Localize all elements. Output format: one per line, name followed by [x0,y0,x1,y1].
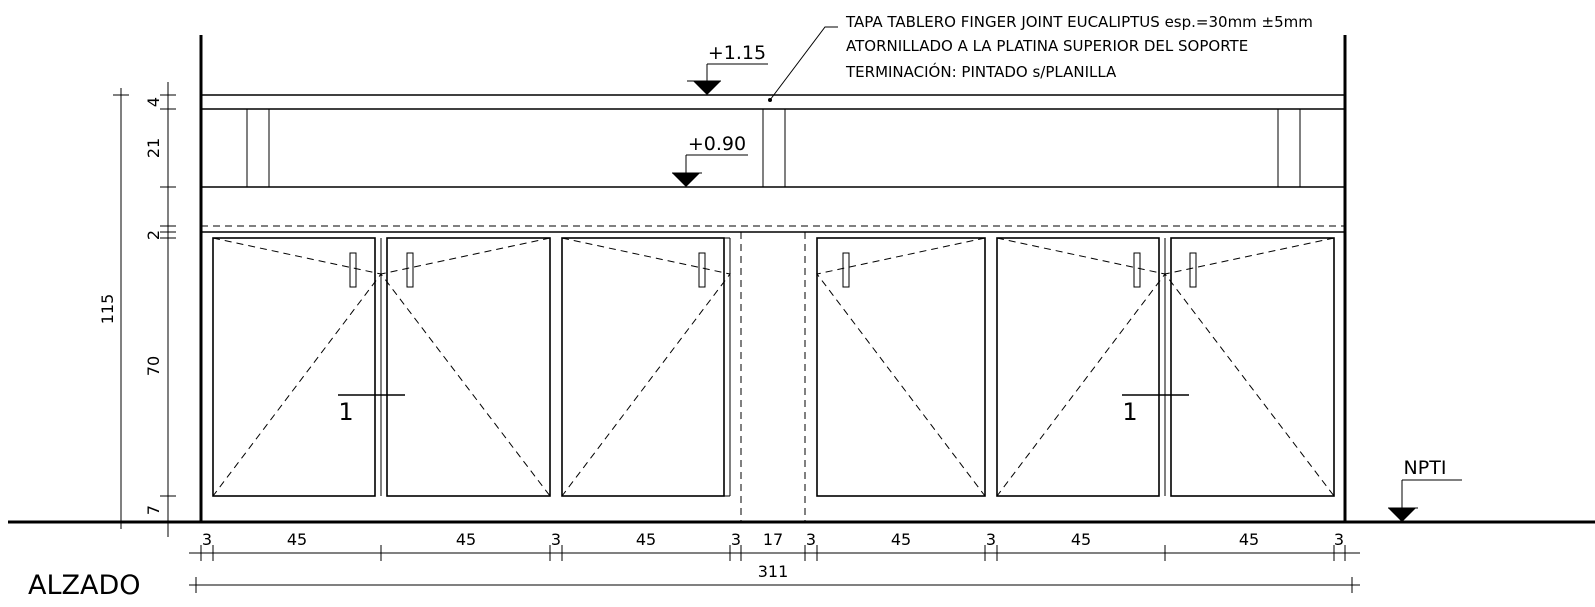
module-tags: 1 1 [338,394,1189,426]
doors [212,237,1335,497]
door-6 [1170,237,1335,497]
level-middle-label: +0.90 [688,133,746,155]
dim-h-4: 3 [551,530,561,549]
dim-doors: 70 [144,356,163,376]
dim-total-width: 311 [758,562,789,581]
module-tag: 1 [338,398,353,426]
module-tag: 1 [1122,398,1137,426]
handle [406,252,414,288]
dim-h-2: 45 [287,530,307,549]
handle [698,252,706,288]
dim-h-10: 3 [986,530,996,549]
door-3 [561,237,725,497]
dim-gap: 2 [144,230,163,240]
handle [1189,252,1197,288]
drawing-title: ALZADO [28,570,141,601]
support-plate-left [246,108,270,188]
dim-h-13: 3 [1334,530,1344,549]
dim-rail: 21 [144,138,163,158]
door-4 [816,237,986,497]
dim-plinth: 7 [144,505,163,515]
support-plate-center [762,108,786,188]
support-plate-right [1277,108,1301,188]
dim-h-8: 3 [806,530,816,549]
level-floor-label: NPTI [1404,457,1447,479]
dim-h-12: 45 [1239,530,1259,549]
structure [8,35,1595,524]
annotation: TAPA TABLERO FINGER JOINT EUCALIPTUS esp… [768,13,1313,102]
annotation-line-1: TAPA TABLERO FINGER JOINT EUCALIPTUS esp… [845,13,1313,31]
vertical-dimensions: 115 4 21 2 70 7 [98,82,176,537]
level-top-label: +1.15 [708,42,766,64]
dim-h-1: 3 [202,530,212,549]
door-1 [212,237,376,497]
annotation-line-3: TERMINACIÓN: PINTADO s/PLANILLA [845,62,1117,81]
door-2 [386,237,551,497]
handle [842,252,850,288]
dim-top-board: 4 [144,97,163,107]
dim-h-9: 45 [891,530,911,549]
dim-h-11: 45 [1071,530,1091,549]
door-5 [996,237,1160,497]
annotation-line-2: ATORNILLADO A LA PLATINA SUPERIOR DEL SO… [846,37,1248,55]
dim-h-5: 45 [636,530,656,549]
dim-total-height: 115 [98,294,117,325]
dim-h-6: 3 [731,530,741,549]
level-markers: +1.15 +0.90 NPTI [672,42,1462,522]
dim-h-7: 17 [763,530,783,549]
handle [1133,252,1141,288]
horizontal-dimensions: 3 45 45 3 45 3 17 3 45 3 45 45 3 311 [189,530,1360,593]
handle [349,252,357,288]
dim-h-3: 45 [456,530,476,549]
